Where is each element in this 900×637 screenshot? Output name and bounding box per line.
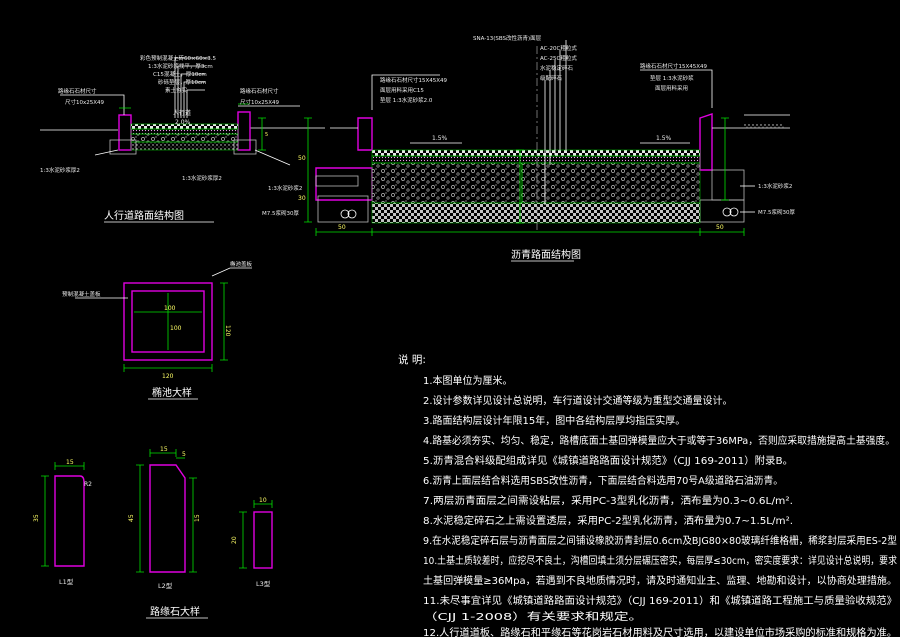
asphalt-sub-label: 级配碎石 <box>540 74 563 82</box>
note-item: 8.水泥稳定碎石之上需设置透层，采用PC-2型乳化沥青，洒布量为0.7~1.5L… <box>423 514 793 527</box>
note-item: 7.两层沥青面层之间需设粘层，采用PC-3型乳化沥青，洒布量为0.3~0.6L/… <box>423 494 793 507</box>
sidewalk-curb-left-label: 路缘石石材尺寸 <box>58 87 97 95</box>
notes-heading: 说 明: <box>398 353 426 366</box>
curb-l2-height: 45 <box>128 514 135 522</box>
sidewalk-mortar-left: 1:3水泥砂浆厚2 <box>40 166 80 174</box>
sidewalk-left-curb <box>118 114 132 151</box>
sidewalk-curb-right-label: 路缘石石材尺寸 <box>240 87 279 95</box>
asphalt-slope-left: 1.5% <box>432 135 448 142</box>
asphalt-m7-left: M7.5浆砌30厚 <box>262 209 299 217</box>
curb-l1-shape <box>54 475 85 567</box>
asphalt-dim-50-left: 50 <box>338 224 346 231</box>
note-item: 5.沥青混合料级配组成详见《城镇道路路面设计规范》（CJJ 169-2011）附… <box>423 454 793 467</box>
notes-block: 说 明: 1.本图单位为厘米。 2.设计参数详见设计总说明，车行道设计交通等级为… <box>398 353 897 637</box>
asphalt-curb-left-label-3: 垫层 1:3水泥砂浆2.0 <box>380 96 433 104</box>
manhole-dim-bottom: 120 <box>162 373 174 380</box>
sidewalk-slope-label: 2.0% <box>175 119 191 126</box>
manhole-dim-inner-h: 100 <box>164 305 176 312</box>
note-item: 10.土基土质较差时，应挖尽不良土，沟槽回填土须分层碾压密实，每层厚≤30cm，… <box>423 554 897 567</box>
asphalt-curb-right-label-2: 垫层 1:3水泥砂浆 <box>650 74 694 82</box>
curb-l1-radius: R2 <box>84 481 92 488</box>
asphalt-mortar-left: 1:3水泥砂浆2 <box>268 184 302 192</box>
asphalt-dim-left-a: 50 <box>298 155 306 162</box>
asphalt-right-curb <box>699 113 713 171</box>
asphalt-ac20-label: AC-20C粗粒式 <box>540 44 577 52</box>
curb-l1-label: L1型 <box>59 577 74 586</box>
asphalt-slope-right: 1.5% <box>656 135 672 142</box>
manhole-dim-right: 120 <box>224 325 231 337</box>
asphalt-base-label: 水泥稳定碎石 <box>540 64 574 72</box>
asphalt-sna-label: SNA-13(SBS改性沥青)面层 <box>473 34 542 42</box>
note-item: 9.在水泥稳定碎石层与沥青面层之间铺设橡胶沥青封层0.6cm及BJG80×80玻… <box>423 534 897 547</box>
asphalt-dim-50-right: 50 <box>716 224 724 231</box>
curb-l1-height: 35 <box>33 514 40 522</box>
manhole-dim-inner-v: 100 <box>170 325 182 332</box>
curb-l2-chamfer: 5 <box>182 451 186 458</box>
manhole-detail: 椭池盖板 预制混凝土盖板 120 120 100 100 椭池大样 <box>62 260 253 400</box>
manhole-detail-title: 椭池大样 <box>152 386 192 399</box>
note-item: 2.设计参数详见设计总说明，车行道设计交通等级为重型交通量设计。 <box>423 394 733 407</box>
asphalt-curb-right-label: 路缘石石材尺寸15X45X49 <box>640 62 708 70</box>
manhole-left-label: 预制混凝土盖板 <box>62 290 101 298</box>
sidewalk-layer-5-label: 素土夯实 <box>165 86 188 94</box>
curb-detail-title: 路缘石大样 <box>150 605 200 618</box>
asphalt-dim-left-b: 30 <box>298 195 306 202</box>
note-item: （CJJ 1-2008）有关要求和规定。 <box>423 610 643 623</box>
curb-l3-width: 10 <box>259 497 267 504</box>
note-item: 3.路面结构层设计年限15年，图中各结构层厚均指压实厚。 <box>423 414 685 427</box>
asphalt-curb-right-label-3: 面层用料采用 <box>655 84 688 92</box>
note-item: 12.人行道道板、路缘石和平缘石等花岗岩石材用料及尺寸选用，以建设单位市场采购的… <box>423 626 897 637</box>
curb-l2-side: 15 <box>194 514 201 522</box>
sidewalk-section: 5 彩色预制混凝土砖60×60×3.5 1:3水泥砂浆找平，厚3cm C15混凝… <box>40 54 325 223</box>
sidewalk-layer-1-label: 彩色预制混凝土砖60×60×3.5 <box>140 54 216 62</box>
sidewalk-layer-4-label: 砂砾垫层，厚10cm <box>158 78 206 86</box>
asphalt-section: SNA-13(SBS改性沥青)面层 AC-20C粗粒式 AC-25C粗粒式 水泥… <box>262 34 795 262</box>
note-item: 6.沥青上面层结合料选用SBS改性沥青，下面层结合料选用70号A级道路石油沥青。 <box>423 474 783 487</box>
curb-l3-height: 20 <box>231 536 238 544</box>
curb-l2-shape <box>149 464 186 573</box>
sidewalk-person-label: 人行道 <box>173 109 191 117</box>
curb-l3-label: L3型 <box>256 579 271 588</box>
sidewalk-layer-2-label: 1:3水泥砂浆找平，厚3cm <box>148 62 213 70</box>
asphalt-mortar-right: 1:3水泥砂浆2 <box>758 182 792 190</box>
asphalt-curb-left-label: 路缘石石材尺寸15X45X49 <box>380 76 448 84</box>
sidewalk-mortar-right: 1:3水泥砂浆厚2 <box>182 174 222 182</box>
manhole-top-label: 椭池盖板 <box>230 260 253 268</box>
curb-l3-shape <box>253 511 273 569</box>
curb-details: 15 35 R2 L1型 15 5 45 15 L2型 10 20 L3型 路缘… <box>33 446 273 619</box>
sidewalk-curb-right-size: 尺寸10x25X49 <box>240 98 280 106</box>
sidewalk-dim-text: 5 <box>265 132 268 138</box>
asphalt-m7-right: M7.5浆砌30厚 <box>758 208 795 216</box>
note-item: 11.未尽事宜详见《城镇道路路面设计规范》（CJJ 169-2011）和《城镇道… <box>423 594 897 607</box>
asphalt-section-title: 沥青路面结构图 <box>511 248 581 261</box>
note-item: 1.本图单位为厘米。 <box>423 374 513 387</box>
asphalt-curb-left-label-2: 面层用料采用C15 <box>380 86 424 94</box>
curb-l2-label: L2型 <box>158 581 173 590</box>
curb-l1-width: 15 <box>66 459 74 466</box>
note-item: 4.路基必须夯实、均匀、稳定，路槽底面土基回弹模量应大于或等于36MPa，否则应… <box>423 434 895 447</box>
sidewalk-layer-3-label: C15混凝土，厚10cm <box>153 70 207 78</box>
curb-l2-width: 15 <box>160 446 168 453</box>
sidewalk-right-curb <box>237 111 251 151</box>
sidewalk-curb-left-size: 尺寸10x25X49 <box>65 98 105 106</box>
asphalt-ac25-label: AC-25C粗粒式 <box>540 54 577 62</box>
asphalt-left-curb <box>357 117 373 151</box>
sidewalk-section-title: 人行道路面结构图 <box>104 209 184 222</box>
note-item: 土基回弹模量≥36Mpa，若遇到不良地质情况时，请及时通知业主、监理、地勘和设计… <box>423 574 897 587</box>
